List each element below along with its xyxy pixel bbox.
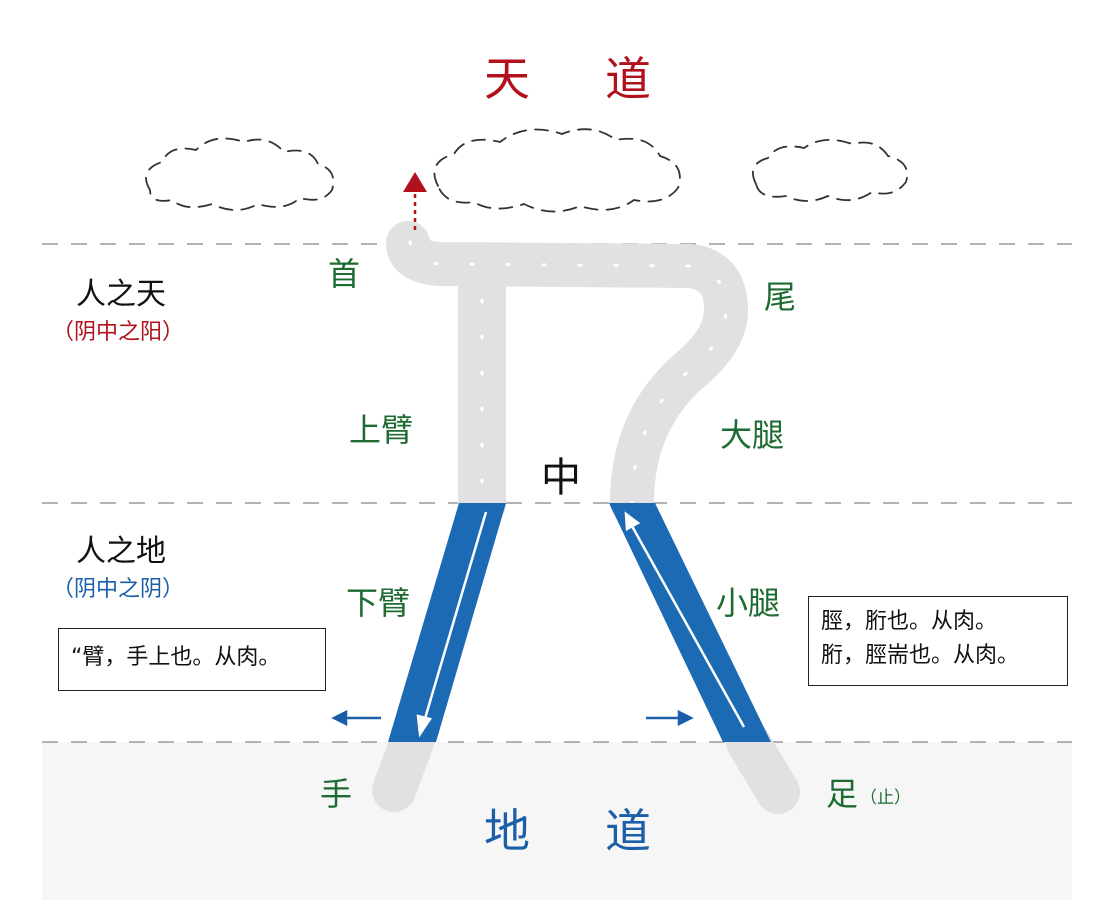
upper-region-label: 人之天 xyxy=(76,277,166,312)
glyph-foot-stub xyxy=(726,720,800,814)
left-side-arrow-head xyxy=(331,709,348,727)
right-side-arrow-head xyxy=(677,709,694,727)
foot-note-label: （止） xyxy=(860,788,911,808)
upper-region-sublabel: （阴中之阳） xyxy=(52,320,185,345)
shank-channel xyxy=(609,503,771,742)
head-label: 首 xyxy=(328,255,361,293)
leg-note-line-2: 胻，脛耑也。从肉。 xyxy=(821,643,1020,669)
tail-label: 尾 xyxy=(764,278,797,316)
hand-label: 手 xyxy=(320,775,353,813)
glyph-hand-stub xyxy=(372,720,434,812)
forearm-label: 下臂 xyxy=(346,584,411,622)
arm-definition-note: “臂，手上也。从肉。 xyxy=(58,628,326,691)
shank-flow-arrowhead xyxy=(624,511,641,532)
earth-title-char1: 地 xyxy=(484,804,532,858)
glyph-dotted-guide xyxy=(408,240,728,505)
lower-region-sublabel: （阴中之阴） xyxy=(52,577,185,602)
center-label: 中 xyxy=(541,455,581,501)
arm-note-line: “臂，手上也。从肉。 xyxy=(71,645,281,670)
forearm-flow-arrowhead xyxy=(416,714,433,738)
shank-flow-line xyxy=(630,525,746,728)
lower-region-label: 人之地 xyxy=(76,534,166,569)
upper-arm-label: 上臂 xyxy=(349,411,414,449)
forearm-flow-line xyxy=(422,511,488,723)
heaven-title-char1: 天 xyxy=(484,52,532,106)
earth-ground-band xyxy=(42,742,1072,900)
leg-note-line-1: 脛，胻也。从肉。 xyxy=(821,609,998,634)
right-cloud-icon xyxy=(752,138,909,202)
thigh-label: 大腿 xyxy=(720,416,785,454)
forearm-channel xyxy=(388,503,506,742)
foot-label: 足 xyxy=(826,775,859,813)
leg-definition-note: 脛，胻也。从肉。 胻，脛耑也。从肉。 xyxy=(808,596,1068,686)
ascent-arrowhead xyxy=(403,172,427,192)
heaven-title-char2: 道 xyxy=(605,52,653,106)
center-cloud-icon xyxy=(433,128,681,213)
earth-title-char2: 道 xyxy=(605,804,653,858)
shank-label: 小腿 xyxy=(716,584,781,622)
left-cloud-icon xyxy=(145,137,335,211)
